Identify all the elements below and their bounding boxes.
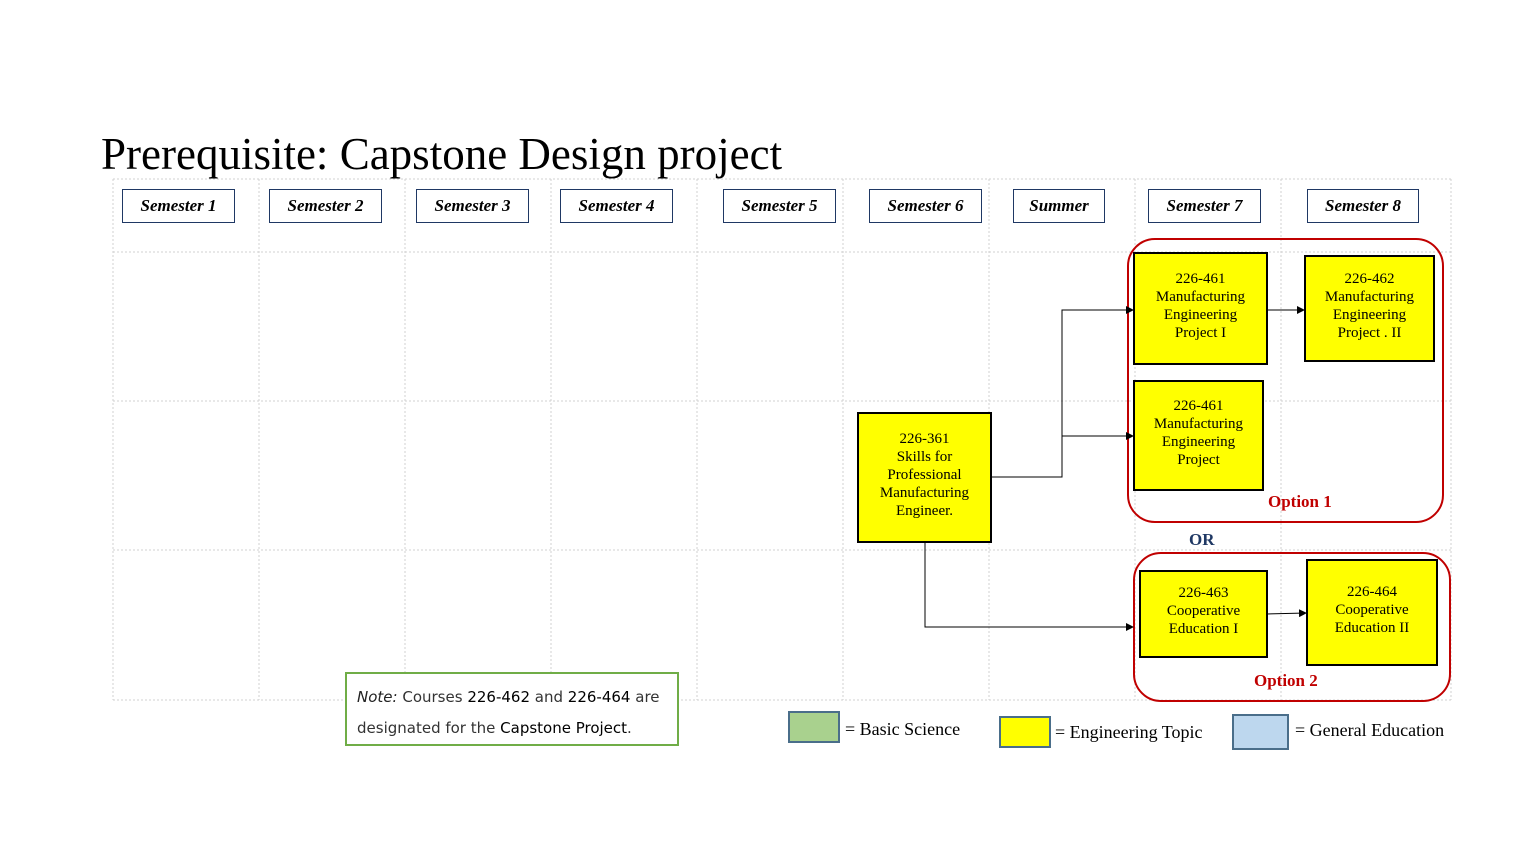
note-text: Courses xyxy=(402,688,463,706)
legend-label-general-education: = General Education xyxy=(1295,720,1445,740)
course-226-361: 226-361 Skills for Professional Manufact… xyxy=(857,412,992,543)
summer-header: Summer xyxy=(1013,189,1105,223)
option-1-label: Option 1 xyxy=(1268,492,1332,511)
course-code: 226-361 xyxy=(899,430,950,447)
note-text: designated for the xyxy=(357,719,496,737)
course-title-line: Education II xyxy=(1334,619,1410,636)
course-title-line: Cooperative xyxy=(1166,603,1241,619)
course-title-line: Manufacturing xyxy=(879,484,970,501)
arrow-361-to-461-i xyxy=(991,306,1134,478)
capstone-note: Note: Courses 226-462 and 226-464 are de… xyxy=(345,672,679,746)
note-course-a: 226-462 xyxy=(467,688,530,706)
course-title-line: Education I xyxy=(1168,621,1239,637)
course-title-line: Project I xyxy=(1174,324,1227,341)
legend-label-basic-science: = Basic Science xyxy=(845,719,961,739)
course-code: 226-461 xyxy=(1175,270,1226,287)
course-226-464: 226-464 Cooperative Education II xyxy=(1306,559,1438,666)
course-code: 226-464 xyxy=(1347,583,1397,600)
course-title-line: Cooperative xyxy=(1335,601,1409,618)
legend-swatch-general-education xyxy=(1232,714,1289,750)
page-title: Prerequisite: Capstone Design project xyxy=(101,129,783,179)
course-code: 226-462 xyxy=(1344,270,1395,287)
course-226-463: 226-463 Cooperative Education I xyxy=(1139,570,1268,658)
semester-1-header: Semester 1 xyxy=(122,189,235,223)
semester-3-header: Semester 3 xyxy=(416,189,529,223)
course-title-line: Professional xyxy=(887,466,962,483)
course-title-line: Engineering xyxy=(1163,306,1238,323)
note-course-b: 226-464 xyxy=(567,688,631,706)
semester-7-header: Semester 7 xyxy=(1148,189,1261,223)
course-226-461-project: 226-461 Manufacturing Engineering Projec… xyxy=(1133,380,1264,491)
note-project: Capstone Project xyxy=(500,719,628,737)
semester-4-header: Semester 4 xyxy=(560,189,673,223)
course-title-line: Skills for xyxy=(896,448,953,465)
course-title-line: Manufacturing xyxy=(1153,415,1244,432)
note-text: are xyxy=(635,688,660,706)
option-2-label: Option 2 xyxy=(1254,671,1318,690)
legend-swatch-basic-science xyxy=(788,711,840,743)
note-period: . xyxy=(627,719,632,737)
course-code: 226-463 xyxy=(1178,585,1229,601)
course-title-line: Project xyxy=(1177,451,1220,468)
course-title-line: Project . II xyxy=(1337,324,1402,341)
course-226-461-project-i: 226-461 Manufacturing Engineering Projec… xyxy=(1133,252,1268,365)
or-label: OR xyxy=(1189,530,1215,549)
semester-5-header: Semester 5 xyxy=(723,189,836,223)
arrow-361-to-463 xyxy=(924,542,1134,631)
legend-swatch-engineering-topic xyxy=(999,716,1051,748)
option-1-frame xyxy=(1127,238,1444,523)
semester-6-header: Semester 6 xyxy=(869,189,982,223)
option-2-frame xyxy=(1133,552,1451,702)
course-title-line: Engineering xyxy=(1332,306,1407,323)
course-title-line: Manufacturing xyxy=(1324,288,1415,305)
course-title-line: Engineer. xyxy=(895,502,954,519)
arrow-463-to-464 xyxy=(1266,609,1307,618)
semester-2-header: Semester 2 xyxy=(269,189,382,223)
course-title-line: Engineering xyxy=(1161,433,1236,450)
course-code: 226-461 xyxy=(1173,397,1224,414)
note-text: and xyxy=(534,688,564,706)
semester-8-header: Semester 8 xyxy=(1307,189,1419,223)
course-226-462: 226-462 Manufacturing Engineering Projec… xyxy=(1304,255,1435,362)
note-lead: Note: xyxy=(357,688,398,706)
legend-label-engineering-topic: = Engineering Topic xyxy=(1055,722,1203,742)
course-title-line: Manufacturing xyxy=(1155,288,1246,305)
